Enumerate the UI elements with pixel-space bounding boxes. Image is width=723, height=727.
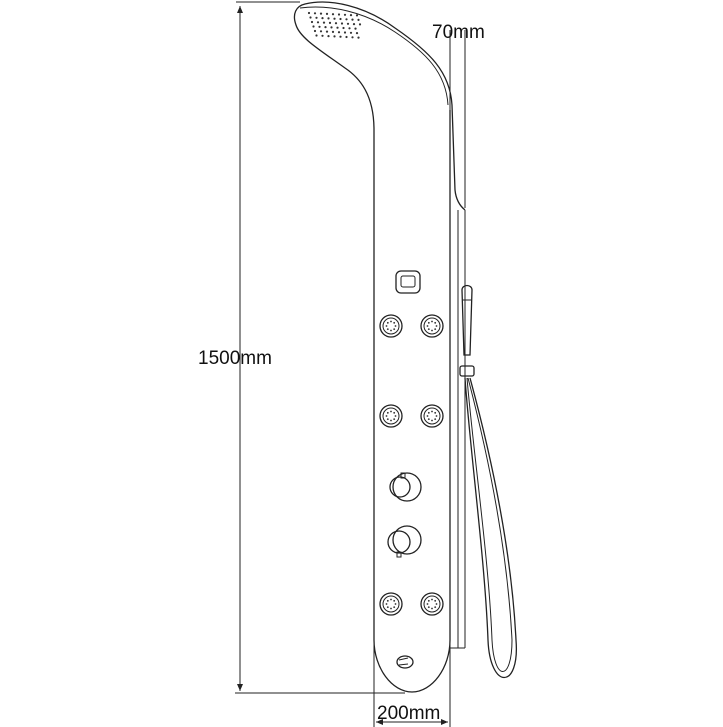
nozzle [336,26,339,29]
nozzle [315,34,318,37]
nozzle [313,29,317,33]
panel-head-inner-edge [299,6,449,106]
nozzle [313,12,317,15]
height-dimension: 1500mm [198,1,405,694]
hand-shower-holder [459,365,475,377]
nozzle [322,21,326,24]
nozzle [325,12,329,15]
nozzle [351,36,354,39]
nozzle [333,35,336,38]
nozzle [315,16,318,19]
nozzle [354,27,357,30]
nozzle [339,35,342,38]
nozzle [310,20,314,24]
nozzle [357,18,360,21]
nozzle [337,31,341,34]
nozzle [324,26,327,29]
nozzle [325,30,329,33]
nozzle [319,30,323,33]
nozzle [328,21,332,24]
nozzle [334,22,338,25]
nozzle [331,30,335,33]
nozzle [343,31,347,34]
nozzle [316,21,320,24]
nozzle [330,26,333,29]
body-jet [420,404,444,428]
body-jet [379,592,403,616]
rain-head-nozzles [307,11,362,39]
hand-shower [459,284,517,679]
nozzle [345,35,348,39]
nozzle [349,14,353,17]
width-label: 200mm [377,703,440,724]
nozzle [358,23,362,26]
temperature-knob [389,472,422,502]
panel-body-outline [373,110,451,693]
nozzle [327,35,330,38]
body-jet [379,404,403,428]
depth-dimension: 70mm [432,22,485,208]
nozzle [355,31,359,35]
nozzle [321,17,324,20]
nozzle [357,36,360,39]
body-jet [420,592,444,616]
nozzle [318,25,321,28]
shower-panel [293,1,466,693]
nozzle [327,17,330,20]
nozzle [355,14,359,17]
nozzle [331,13,335,16]
nozzle [312,25,315,28]
nozzle [321,34,324,37]
display-icon [395,270,421,294]
nozzle [340,22,344,25]
flow-knob [387,525,422,558]
nozzle [349,31,353,34]
nozzle [345,18,348,21]
height-label: 1500mm [198,348,272,369]
nozzle [342,26,345,30]
side-rail [450,210,466,649]
shower-hose [464,377,517,679]
nozzle [352,23,356,26]
nozzle [337,13,341,16]
nozzle [346,22,350,25]
panel-head-outline [293,1,466,600]
body-jet [379,314,403,338]
nozzle [343,13,347,16]
nozzle [348,27,351,30]
nozzle [309,16,312,19]
nozzle [319,12,323,15]
nozzle [333,17,336,20]
width-dimension: 200mm [373,600,451,727]
depth-label: 70mm [432,22,485,43]
tub-spout-icon [396,655,414,669]
body-jets [379,314,444,616]
body-jet [420,314,444,338]
nozzle [339,17,342,21]
nozzle [307,11,311,15]
nozzle [351,18,354,21]
